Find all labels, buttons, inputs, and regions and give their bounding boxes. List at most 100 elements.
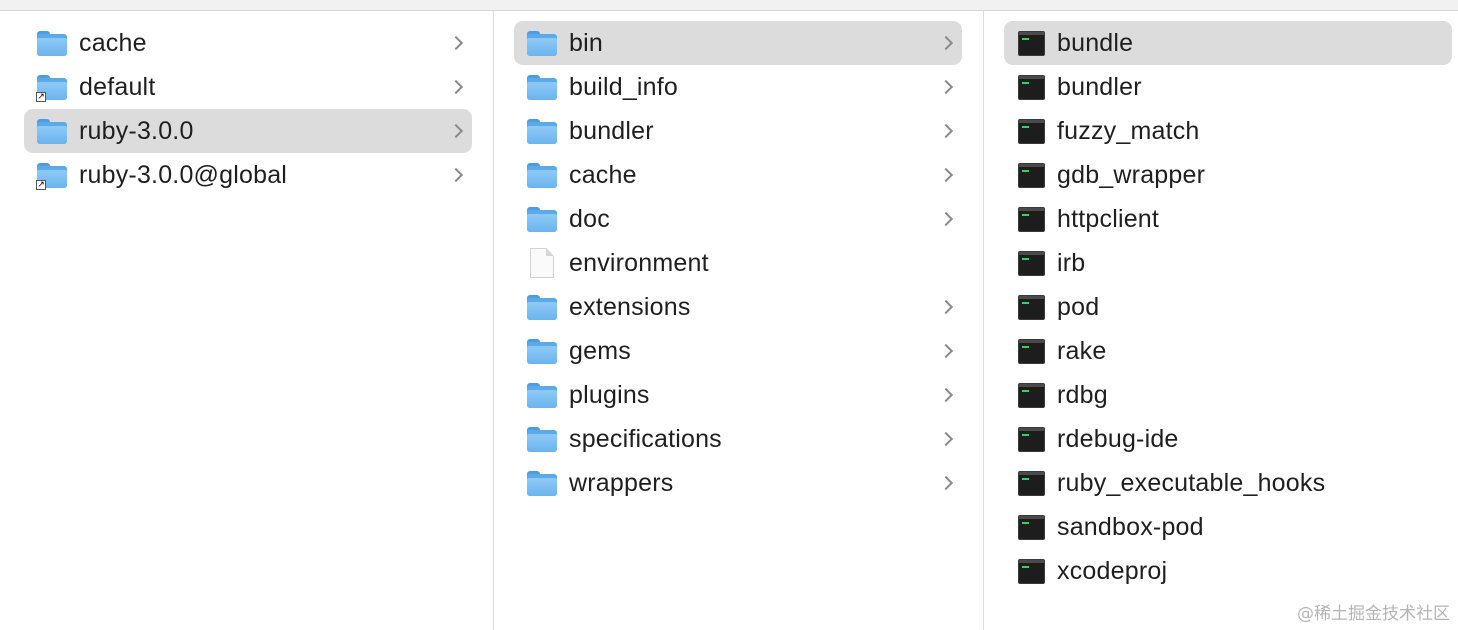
file-row-extensions[interactable]: extensions [514,285,962,329]
alias-arrow-icon: ↗ [36,179,46,190]
folder-icon [527,162,557,188]
file-name-label: environment [569,249,709,277]
file-row-ruby-executable-hooks[interactable]: ruby_executable_hooks [1004,461,1452,505]
folder-icon [527,426,557,452]
file-name-label: gems [569,337,631,365]
folder-icon [527,294,557,320]
chevron-right-icon [938,387,954,403]
file-row-bundle[interactable]: bundle [1004,21,1452,65]
unix-executable-icon [1018,162,1045,188]
file-name-label: rake [1057,337,1107,365]
folder-icon [527,382,557,408]
file-row-xcodeproj[interactable]: xcodeproj [1004,549,1452,593]
watermark: @稀土掘金技术社区 [1297,604,1450,624]
file-name-label: irb [1057,249,1086,277]
folder-icon [527,206,557,232]
chevron-right-icon [448,35,464,51]
file-name-label: specifications [569,425,722,453]
unix-executable-icon [1018,206,1045,232]
folder-icon [37,118,67,144]
file-name-label: rdebug-ide [1057,425,1179,453]
alias-arrow-icon: ↗ [36,91,46,102]
file-row-plugins[interactable]: plugins [514,373,962,417]
unix-executable-icon [1018,118,1045,144]
file-name-label: ruby-3.0.0@global [79,161,288,189]
file-row-rake[interactable]: rake [1004,329,1452,373]
file-row-bundler[interactable]: bundler [1004,65,1452,109]
file-row-build-info[interactable]: build_info [514,65,962,109]
file-row-fuzzy-match[interactable]: fuzzy_match [1004,109,1452,153]
file-row-irb[interactable]: irb [1004,241,1452,285]
file-row-cache[interactable]: cache [24,21,472,65]
file-name-label: wrappers [569,469,674,497]
chevron-right-icon [938,123,954,139]
window-top-edge [0,0,1458,11]
file-name-label: gdb_wrapper [1057,161,1206,189]
chevron-right-icon [938,167,954,183]
file-row-environment[interactable]: environment [514,241,962,285]
folder-icon: ↗ [36,162,67,190]
chevron-right-icon [938,211,954,227]
unix-executable-icon [1018,338,1045,364]
folder-icon [527,338,557,364]
file-row-rdebug-ide[interactable]: rdebug-ide [1004,417,1452,461]
file-row-bundler[interactable]: bundler [514,109,962,153]
file-name-label: fuzzy_match [1057,117,1200,145]
file-name-label: pod [1057,293,1100,321]
chevron-right-icon [938,35,954,51]
file-row-httpclient[interactable]: httpclient [1004,197,1452,241]
unix-executable-icon [1018,514,1045,540]
file-row-specifications[interactable]: specifications [514,417,962,461]
file-row-doc[interactable]: doc [514,197,962,241]
folder-icon [527,74,557,100]
file-row-gdb-wrapper[interactable]: gdb_wrapper [1004,153,1452,197]
file-row-default[interactable]: ↗ default [24,65,472,109]
folder-icon [527,470,557,496]
chevron-right-icon [448,123,464,139]
chevron-right-icon [448,79,464,95]
file-name-label: plugins [569,381,650,409]
unix-executable-icon [1018,294,1045,320]
file-name-label: ruby_executable_hooks [1057,469,1326,497]
file-row-sandbox-pod[interactable]: sandbox-pod [1004,505,1452,549]
unix-executable-icon [1018,30,1045,56]
file-name-label: cache [79,29,147,57]
chevron-right-icon [938,343,954,359]
file-row-ruby-3-0-0-global[interactable]: ↗ ruby-3.0.0@global [24,153,472,197]
chevron-right-icon [448,167,464,183]
finder-column-1[interactable]: cache ↗ default ruby-3.0.0 ↗ ruby-3.0.0@globa… [0,11,494,630]
file-row-ruby-3-0-0[interactable]: ruby-3.0.0 [24,109,472,153]
unix-executable-icon [1018,74,1045,100]
file-name-label: xcodeproj [1057,557,1168,585]
file-name-label: default [79,73,156,101]
file-name-label: extensions [569,293,691,321]
file-name-label: rdbg [1057,381,1108,409]
unix-executable-icon [1018,250,1045,276]
file-name-label: bin [569,29,603,57]
folder-icon [527,30,557,56]
chevron-right-icon [938,79,954,95]
file-name-label: cache [569,161,637,189]
file-name-label: bundler [569,117,654,145]
unix-executable-icon [1018,426,1045,452]
file-name-label: ruby-3.0.0 [79,117,194,145]
document-icon [527,248,557,278]
file-row-pod[interactable]: pod [1004,285,1452,329]
file-row-rdbg[interactable]: rdbg [1004,373,1452,417]
chevron-right-icon [938,475,954,491]
folder-icon: ↗ [36,74,67,102]
file-name-label: sandbox-pod [1057,513,1204,541]
file-name-label: bundler [1057,73,1142,101]
chevron-right-icon [938,431,954,447]
file-name-label: httpclient [1057,205,1160,233]
file-row-wrappers[interactable]: wrappers [514,461,962,505]
file-name-label: doc [569,205,610,233]
file-row-cache[interactable]: cache [514,153,962,197]
unix-executable-icon [1018,558,1045,584]
file-row-gems[interactable]: gems [514,329,962,373]
file-name-label: bundle [1057,29,1134,57]
file-row-bin[interactable]: bin [514,21,962,65]
folder-icon [527,118,557,144]
